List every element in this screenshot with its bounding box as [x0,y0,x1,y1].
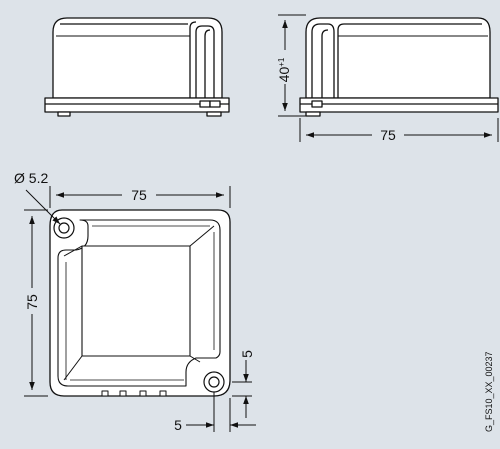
hole-offset-y-dimension: 5 [232,350,255,418]
side-height-tolerance: +1 [277,57,286,67]
top-height-dimension: 75 [24,209,48,397]
top-width-label: 75 [131,187,147,203]
hole-offset-y-label: 5 [239,350,255,358]
top-height-label: 75 [24,294,40,310]
front-view [44,17,230,117]
side-width-dimension: 75 [299,118,499,144]
side-width-label: 75 [380,127,396,143]
hole-diameter-label: Ø 5.2 [14,170,48,186]
side-view [299,17,499,117]
drawing-code: G_FS10_XX_00237 [484,351,494,432]
side-height-label: 40 [276,67,292,83]
top-width-dimension: 75 [49,186,231,208]
top-view [49,209,231,397]
height-dimension: 40+1 [276,14,306,117]
hole-diameter-callout: Ø 5.2 [14,170,61,225]
hole-offset-x-dimension: 5 [174,392,256,433]
hole-offset-x-label: 5 [174,417,182,433]
svg-text:40+1: 40+1 [276,57,292,82]
